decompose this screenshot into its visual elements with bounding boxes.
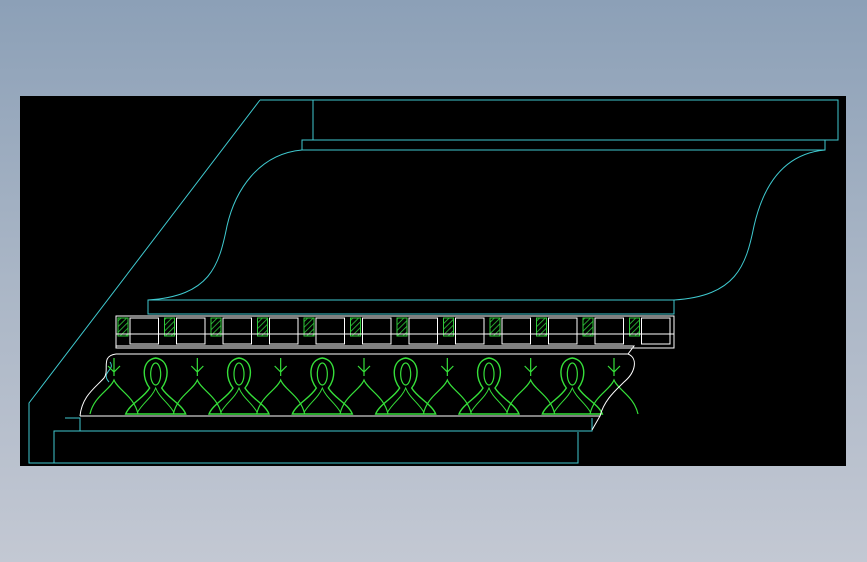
egg-ornament (374, 357, 437, 415)
dentil-block (269, 317, 299, 345)
dentil-gap-hatch (582, 317, 594, 337)
dentil-block (222, 317, 252, 345)
dentil-gap-hatch (164, 317, 175, 337)
dart-leaf (506, 358, 556, 415)
diagonal-edge (28, 99, 261, 464)
dentil-gap-hatch (350, 317, 361, 337)
dentil-gap-hatch (536, 317, 547, 337)
bed-band (147, 299, 675, 315)
dentil-gap-hatch (629, 317, 640, 337)
egg-ornament (291, 357, 354, 415)
dentil-gap-hatch (210, 317, 222, 337)
dart-leaf (172, 358, 222, 415)
cyma-left (147, 149, 303, 301)
fillet-upper (116, 345, 635, 355)
ornament-course (89, 357, 639, 415)
dart-leaf (422, 358, 472, 415)
dart-leaf (256, 358, 306, 415)
egg-core (316, 362, 328, 386)
dart-leaf (89, 358, 139, 415)
egg-core (233, 362, 245, 386)
dentil-block (408, 317, 438, 345)
dart-leaf (339, 358, 389, 415)
dentil-course (115, 315, 675, 349)
dart-leaf (589, 358, 639, 415)
egg-inner-leaf (470, 386, 508, 413)
egg-ornament (207, 357, 271, 415)
egg-core (566, 362, 578, 386)
egg-ornament (457, 357, 521, 415)
dentil-block (501, 317, 531, 345)
cornice-molding-drawing (28, 99, 839, 464)
egg-ornament (541, 357, 604, 415)
egg-inner-leaf (303, 386, 341, 413)
egg-core (400, 362, 412, 386)
cap-band (301, 139, 826, 151)
egg-core (150, 362, 162, 386)
dentil-band (115, 315, 675, 349)
egg-inner-leaf (387, 386, 425, 413)
top-fascia (260, 99, 839, 141)
detail-lines (79, 333, 674, 431)
dentil-block (129, 317, 159, 345)
dentil-block (594, 317, 624, 345)
dentil-block (176, 317, 206, 345)
egg-core (483, 362, 495, 386)
dentil-gap-hatch (117, 317, 129, 337)
profile-outline (28, 99, 839, 464)
dentil-gap-hatch (257, 317, 268, 337)
dentil-gap-hatch (303, 317, 315, 337)
dentil-block (641, 317, 671, 345)
fillet-lower (80, 415, 601, 431)
egg-ornament (124, 357, 187, 415)
egg-inner-leaf (220, 386, 258, 413)
dentil-block (548, 317, 578, 345)
cad-drawing-viewport[interactable] (20, 96, 846, 466)
egg-inner-leaf (553, 386, 591, 413)
egg-inner-leaf (137, 386, 175, 413)
dentil-gap-hatch (396, 317, 408, 337)
dentil-block (362, 317, 392, 345)
dentil-block (455, 317, 485, 345)
dentil-gap-hatch (443, 317, 454, 337)
dentil-block (315, 317, 345, 345)
echinus-right-curl (599, 353, 635, 417)
bottom-plinth (54, 418, 593, 432)
echinus-left-curl (79, 353, 117, 417)
cyma-right (673, 149, 826, 301)
dentil-gap-hatch (489, 317, 501, 337)
